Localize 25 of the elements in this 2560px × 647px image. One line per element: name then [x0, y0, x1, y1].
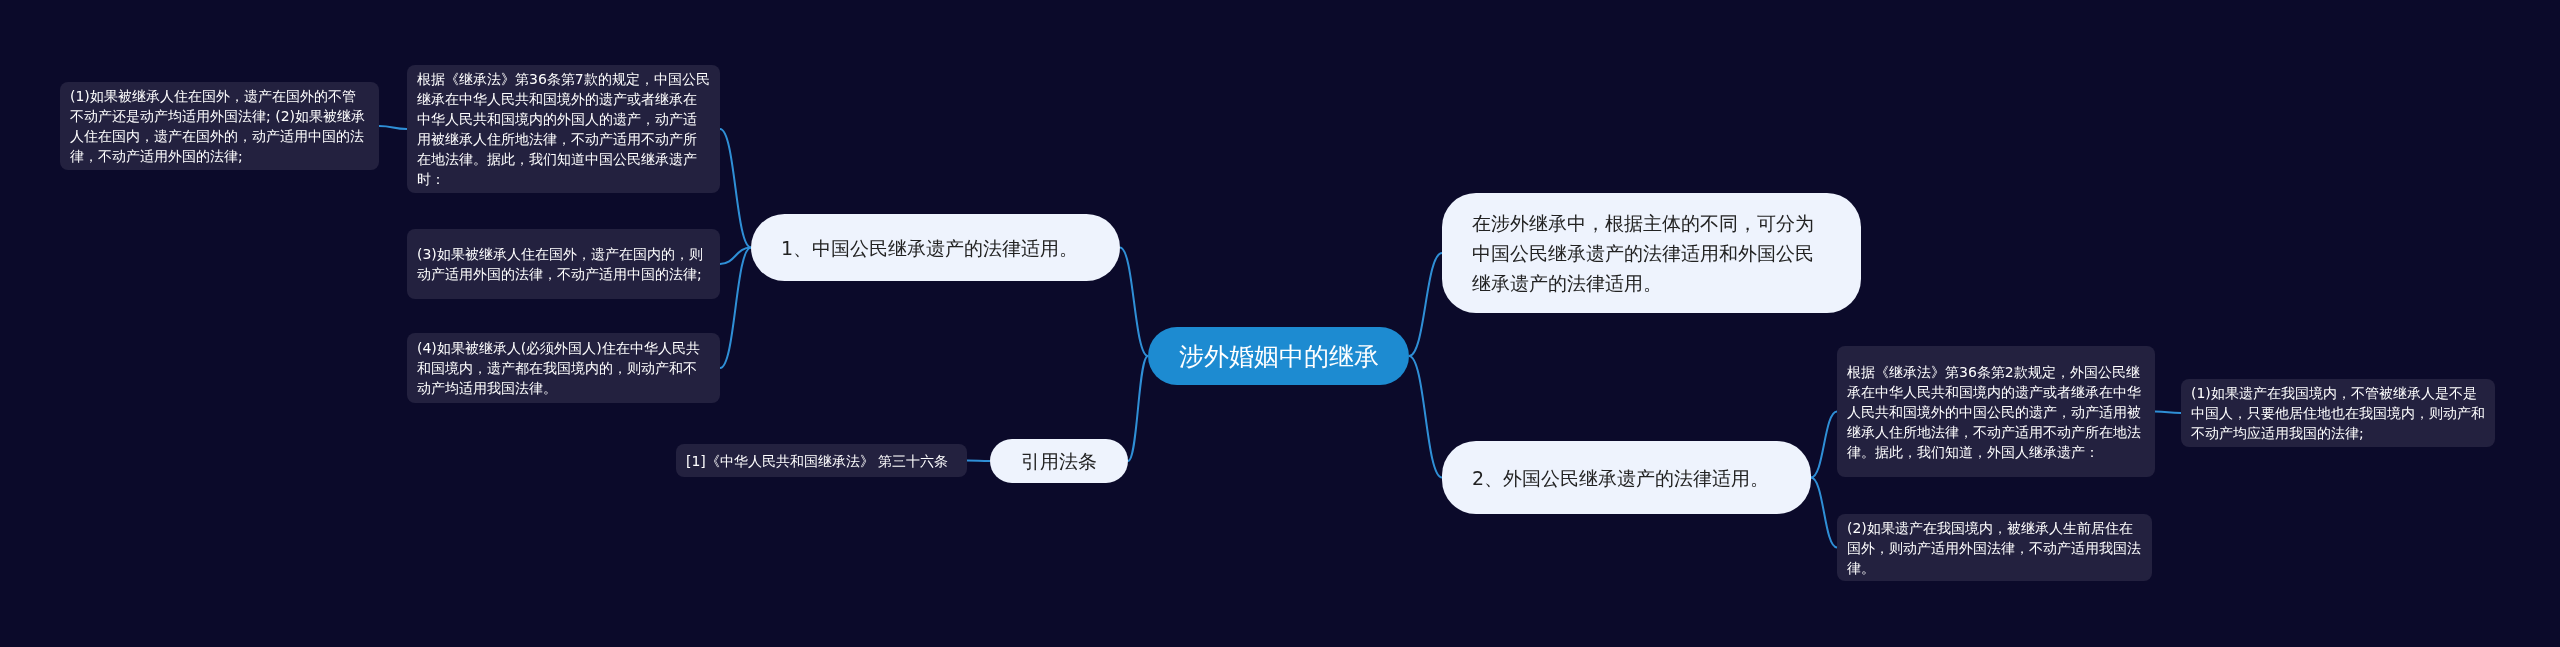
connector-line: [378, 125, 408, 130]
note-box: (1)如果遗产在我国境内，不管被继承人是不是中国人，只要他居住地也在我国境内，则动产和不动产均应适用我国的法律;: [2181, 379, 2495, 447]
connector-line: [719, 246, 752, 369]
connector-line: [1810, 410, 1838, 479]
connector-line: [1119, 246, 1149, 357]
note-box: (3)如果被继承人住在国外，遗产在国内的，则动产适用外国的法律，不动产适用中国的法律;: [407, 229, 720, 299]
connector-line: [966, 459, 991, 462]
connector-line: [1408, 355, 1443, 479]
note-box: (2)如果遗产在我国境内，被继承人生前居住在国外，则动产适用外国法律，不动产适用我国法律。: [1837, 514, 2152, 581]
connector-line: [2154, 410, 2182, 414]
connector-line: [719, 128, 752, 249]
note-box: (1)如果被继承人住在国外，遗产在国外的不管不动产还是动产均适用外国法律; (2)如果被继承人住在国内，遗产在国外的，动产适用中国的法律，不动产适用外国的法律;: [60, 82, 379, 170]
topic-box: 在涉外继承中，根据主体的不同，可分为中国公民继承遗产的法律适用和外国公民继承遗产的法律适用。: [1442, 193, 1861, 313]
connector-line: [719, 246, 752, 265]
note-box: (4)如果被继承人(必须外国人)住在中华人民共和国境内，遗产都在我国境内的，则动产和不动产均适用我国法律。: [407, 333, 720, 403]
topic-box: 2、外国公民继承遗产的法律适用。: [1442, 441, 1811, 514]
connector-line: [1810, 476, 1838, 549]
connector-line: [1408, 252, 1443, 357]
topic-box: 涉外婚姻中的继承: [1148, 327, 1409, 385]
note-box: 根据《继承法》第36条第7款的规定，中国公民继承在中华人民共和国境外的遗产或者继承在中华人民共和国境内的外国人的遗产，动产适用被继承人住所地法律，不动产适用不动产所在地法律。据此，我们知道中国公民继承遗产时：: [407, 65, 720, 193]
note-box: [1]《中华人民共和国继承法》 第三十六条: [676, 444, 967, 477]
topic-box: 引用法条: [990, 439, 1128, 483]
topic-box: 1、中国公民继承遗产的法律适用。: [751, 214, 1120, 281]
note-box: 根据《继承法》第36条第2款规定，外国公民继承在中华人民共和国境内的遗产或者继承在中华人民共和国境外的中国公民的遗产，动产适用被继承人住所地法律，不动产适用不动产所在地法律。据此，我们知道，外国人继承遗产：: [1837, 346, 2155, 477]
connector-line: [1127, 355, 1149, 462]
